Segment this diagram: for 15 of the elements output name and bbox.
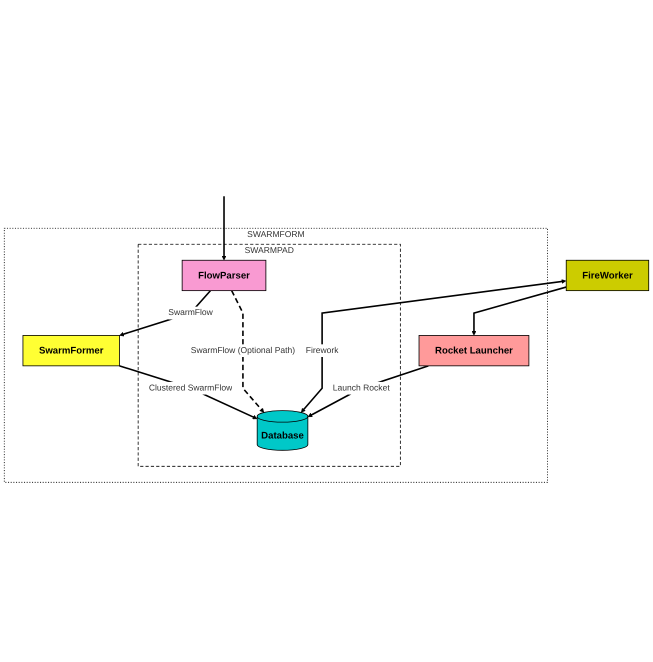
node-box: Rocket Launcher <box>418 334 530 366</box>
node-box: FlowParser <box>182 260 266 291</box>
node-box: FireWorker <box>566 260 650 291</box>
arrow <box>222 196 226 260</box>
edge-label: SwarmFlow <box>168 308 213 318</box>
edge-label: SwarmFlow (Optional Path) <box>190 346 296 355</box>
arrow <box>119 364 258 419</box>
node-box: SwarmFormer <box>22 334 120 366</box>
arrow <box>300 278 566 412</box>
arrow <box>308 364 429 417</box>
edge-label: Clustered SwarmFlow <box>148 383 232 392</box>
arrow <box>472 286 566 336</box>
edge-label: Launch Rocket <box>332 383 390 392</box>
arrow <box>230 290 264 412</box>
edge-label: Firework <box>306 346 338 355</box>
